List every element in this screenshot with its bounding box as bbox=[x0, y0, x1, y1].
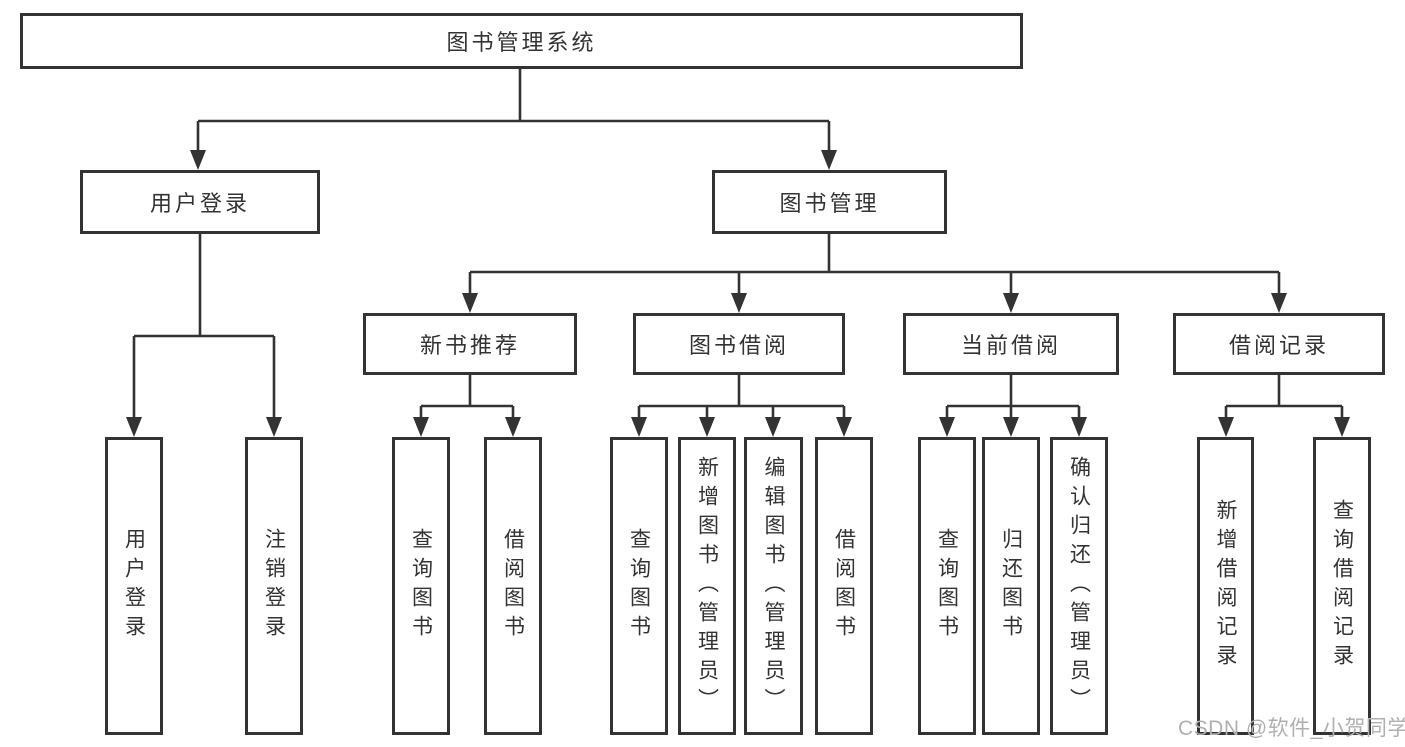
node-label: 借阅记录 bbox=[1228, 333, 1329, 358]
leaf-user-login: 用户登录 bbox=[105, 437, 163, 735]
leaf-label: 编辑图书（管理员） bbox=[762, 455, 785, 717]
leaf-label: 查询借阅记录 bbox=[1330, 499, 1354, 673]
node-new-book-recommendation: 新书推荐 bbox=[363, 313, 577, 375]
csdn-watermark: CSDN @软件_小贺同学 bbox=[1178, 717, 1405, 740]
leaf-label: 新增图书（管理员） bbox=[695, 455, 719, 717]
leaf-query-books-borrowing: 查询图书 bbox=[610, 437, 668, 735]
leaf-logout: 注销登录 bbox=[245, 437, 303, 735]
leaf-label: 查询图书 bbox=[935, 528, 959, 644]
node-label: 用户登录 bbox=[149, 191, 250, 216]
leaf-label: 新增借阅记录 bbox=[1214, 499, 1237, 673]
leaf-query-books-recommend: 查询图书 bbox=[392, 437, 450, 735]
leaf-label: 归还图书 bbox=[999, 528, 1023, 644]
leaf-label: 用户登录 bbox=[122, 528, 146, 644]
leaf-query-books-current: 查询图书 bbox=[918, 437, 976, 735]
arrowheads bbox=[126, 150, 1350, 437]
node-user-login: 用户登录 bbox=[80, 170, 320, 234]
leaf-confirm-return-admin: 确认归还（管理员） bbox=[1050, 437, 1108, 735]
leaf-label: 注销登录 bbox=[262, 528, 286, 644]
leaf-add-borrow-record: 新增借阅记录 bbox=[1197, 437, 1254, 735]
leaf-query-borrow-record: 查询借阅记录 bbox=[1313, 437, 1371, 735]
node-label: 当前借阅 bbox=[960, 333, 1061, 358]
leaf-label: 确认归还（管理员） bbox=[1067, 455, 1091, 717]
leaf-borrow-books-borrowing: 借阅图书 bbox=[815, 437, 873, 735]
node-library-management-system: 图书管理系统 bbox=[20, 13, 1023, 69]
leaf-label: 查询图书 bbox=[409, 528, 433, 644]
node-borrowing-records: 借阅记录 bbox=[1173, 313, 1385, 375]
node-book-management: 图书管理 bbox=[712, 170, 947, 234]
leaf-return-book: 归还图书 bbox=[982, 437, 1040, 735]
node-label: 图书借阅 bbox=[688, 333, 789, 358]
tree-edges bbox=[132, 69, 1344, 423]
node-label: 图书管理 bbox=[779, 191, 880, 216]
node-book-borrowing: 图书借阅 bbox=[633, 313, 845, 375]
leaf-label: 查询图书 bbox=[627, 528, 651, 644]
node-label: 图书管理系统 bbox=[446, 30, 597, 55]
leaf-borrow-books-recommend: 借阅图书 bbox=[484, 437, 542, 735]
leaf-label: 借阅图书 bbox=[832, 528, 856, 644]
node-current-borrowing: 当前借阅 bbox=[903, 313, 1119, 375]
node-label: 新书推荐 bbox=[419, 333, 520, 358]
leaf-label: 借阅图书 bbox=[501, 528, 525, 644]
leaf-edit-book-admin: 编辑图书（管理员） bbox=[744, 437, 803, 735]
leaf-add-book-admin: 新增图书（管理员） bbox=[678, 437, 736, 735]
